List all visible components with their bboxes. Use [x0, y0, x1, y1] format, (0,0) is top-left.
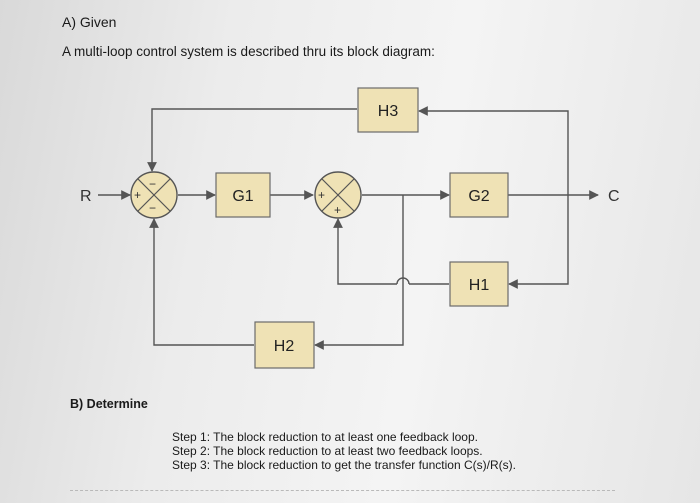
section-b-heading: B) Determine [70, 397, 148, 411]
block-h2: H2 [254, 321, 315, 369]
block-h2-label: H2 [274, 338, 295, 355]
step-1: Step 1: The block reduction to at least … [172, 430, 478, 444]
sum1-bottom-sign: − [149, 201, 156, 215]
block-h3: H3 [357, 87, 419, 133]
intro-text: A multi-loop control system is described… [62, 44, 435, 59]
section-a-heading: A) Given [62, 14, 117, 30]
step-3: Step 3: The block reduction to get the t… [172, 458, 516, 472]
summing-junction-2: + + [314, 171, 362, 219]
output-label-c: C [608, 188, 620, 205]
step-2: Step 2: The block reduction to at least … [172, 444, 483, 458]
block-g1: G1 [215, 172, 271, 218]
sum1-top-sign: − [149, 177, 156, 191]
sum2-plus-sign-left: + [318, 188, 325, 202]
block-g1-label: G1 [232, 188, 253, 205]
line-to-h2 [314, 195, 404, 350]
sum2-plus-sign-bottom: + [334, 203, 341, 217]
steps-list: Step 1: The block reduction to at least … [172, 430, 516, 472]
sum1-plus-sign: + [134, 188, 141, 202]
summing-junction-1: + − − [130, 171, 178, 219]
footer-divider [70, 490, 615, 491]
block-h3-label: H3 [378, 103, 399, 120]
block-g2: G2 [449, 172, 509, 218]
block-h1: H1 [449, 261, 509, 307]
line-h3-to-sum1 [147, 108, 357, 172]
block-h1-label: H1 [469, 277, 490, 294]
block-g2-label: G2 [468, 188, 489, 205]
line-to-h1 [508, 195, 569, 289]
line-h1-to-sum2 [333, 218, 397, 285]
line-to-h3 [418, 106, 569, 195]
line-h2-to-sum1 [149, 218, 254, 346]
input-label-r: R [80, 188, 92, 205]
